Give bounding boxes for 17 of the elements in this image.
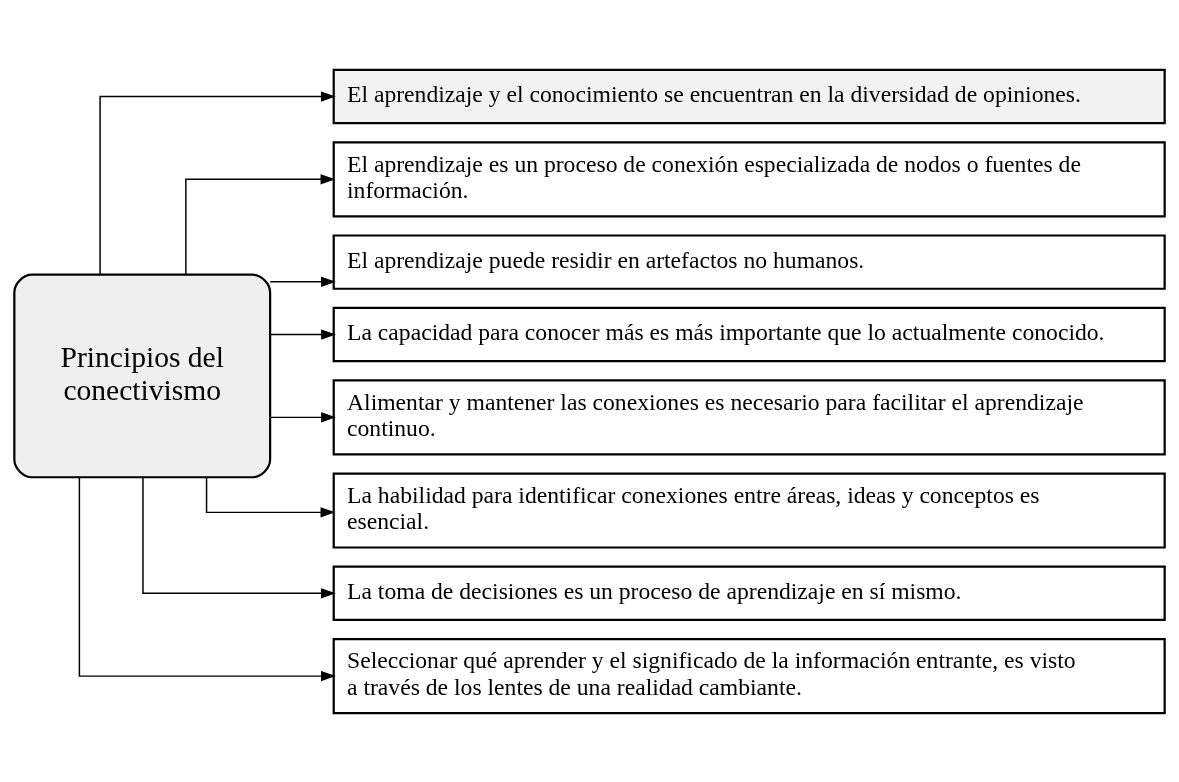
arrow bbox=[142, 476, 336, 598]
arrow bbox=[205, 476, 336, 518]
arrow bbox=[269, 276, 336, 287]
node-box: Alimentar y mantener las conexiones es necesario para facilitar el aprendizaje continuo. bbox=[332, 378, 1166, 455]
arrow bbox=[185, 173, 336, 275]
node-box: El aprendizaje es un proceso de conexión especializada de nodos o fuentes de información. bbox=[332, 140, 1166, 217]
arrow bbox=[78, 476, 336, 681]
node-box: Seleccionar qué aprender y el significado de la información entrante, es visto a través de los lentes de una realidad cambiante. bbox=[332, 637, 1166, 714]
node-box: La toma de decisiones es un proceso de aprendizaje en sí mismo. bbox=[332, 565, 1166, 621]
node-box: La habilidad para identificar conexiones entre áreas, ideas y conceptos es esencial. bbox=[332, 471, 1166, 549]
node-box: El aprendizaje puede residir en artefactos no humanos. bbox=[332, 233, 1166, 290]
node-box: El aprendizaje y el conocimiento se encuentran en la diversidad de opiniones. bbox=[332, 68, 1166, 124]
arrow bbox=[269, 328, 336, 340]
node-box: Principios del conectivismo bbox=[13, 273, 272, 478]
arrow bbox=[99, 90, 336, 275]
node-box: La capacidad para conocer más es más importante que lo actualmente conocido. bbox=[332, 306, 1166, 362]
arrow bbox=[269, 411, 336, 423]
